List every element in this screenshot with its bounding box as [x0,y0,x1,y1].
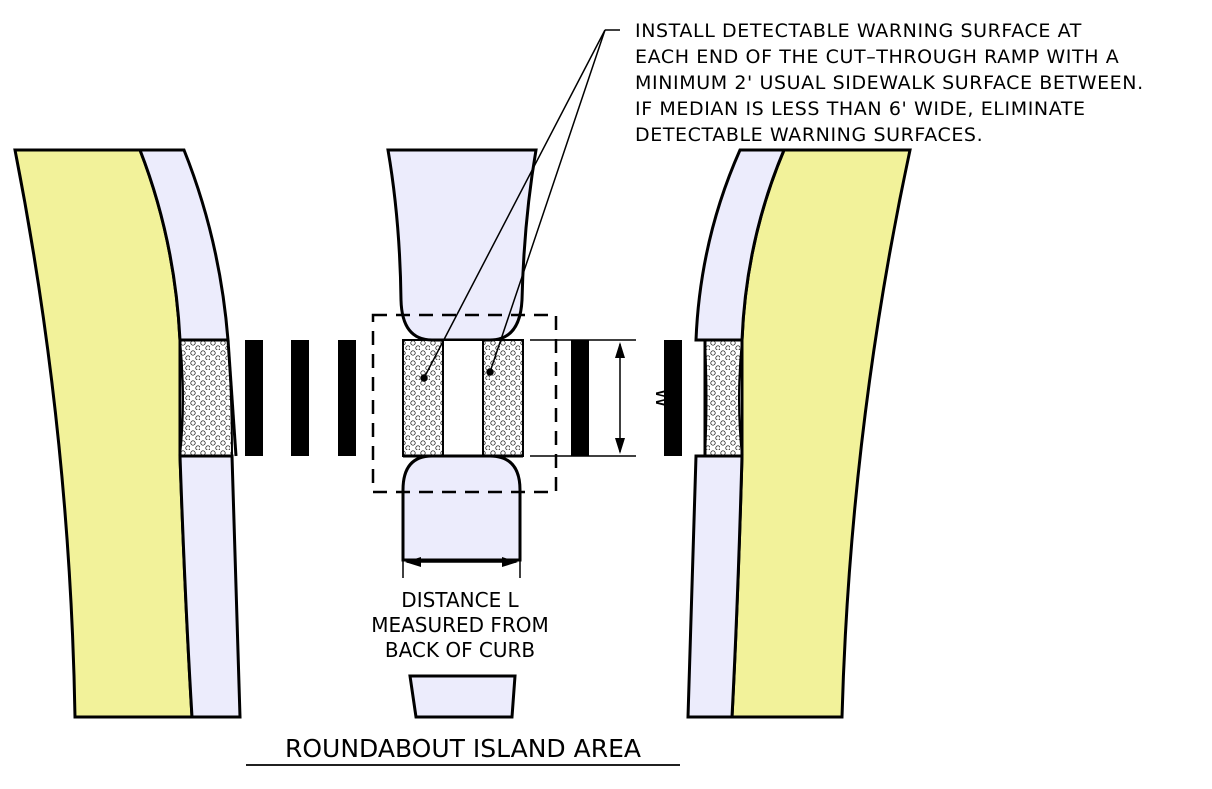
left-detectable-warning-surface [178,339,234,457]
leader-terminal-right [486,368,494,376]
note-line: IF MEDIAN IS LESS THAN 6' WIDE, ELIMINAT… [635,98,1086,120]
diagram-title: ROUNDABOUT ISLAND AREA [285,734,641,763]
leader-line-left [423,29,606,379]
distance-arrow-right [502,557,518,567]
width-arrow-top [615,342,625,358]
warning-surface-note: INSTALL DETECTABLE WARNING SURFACE AT EA… [635,20,1144,146]
median-upper-nose [386,148,538,342]
left-curb-line [226,339,238,457]
note-leader-lines [420,29,620,382]
crosswalk-bar [664,340,682,456]
note-line: DETECTABLE WARNING SURFACES. [635,124,983,146]
distance-label-line: DISTANCE L [401,588,519,612]
width-label: W [651,388,675,408]
right-detectable-warning-surface [703,339,744,457]
note-line: EACH END OF THE CUT–THROUGH RAMP WITH A [635,46,1119,68]
median-warning-surface-right [482,339,524,457]
crosswalk-bar [571,340,589,456]
right-side [686,148,912,719]
leader-line-right [489,29,606,373]
left-side [13,148,242,719]
distance-label-line: BACK OF CURB [385,638,535,662]
crosswalk-bars [245,340,682,456]
distance-label-line: MEASURED FROM [371,613,549,637]
median-bottom-fragment [408,674,517,719]
median-cut-through-ramp [442,339,484,457]
distance-dimension [402,490,521,578]
median-lower-nose [401,454,522,562]
width-arrow-bottom [615,438,625,454]
distance-label: DISTANCE L MEASURED FROM BACK OF CURB [371,588,549,662]
median-island [386,148,538,719]
width-dimension [530,339,636,457]
right-landscape-strip [730,148,912,719]
median-warning-surface-left [402,339,444,457]
crosswalk-bar [291,340,309,456]
distance-arrow-left [405,557,421,567]
leader-terminal-left [420,374,428,382]
crosswalk-bar [245,340,263,456]
crosswalk-bar [338,340,356,456]
left-sidewalk-strip-lower [178,454,242,719]
right-sidewalk-strip-lower [686,454,744,719]
detail-callout-box [371,313,558,494]
note-line: MINIMUM 2' USUAL SIDEWALK SURFACE BETWEE… [635,72,1144,94]
note-line: INSTALL DETECTABLE WARNING SURFACE AT [635,20,1082,42]
